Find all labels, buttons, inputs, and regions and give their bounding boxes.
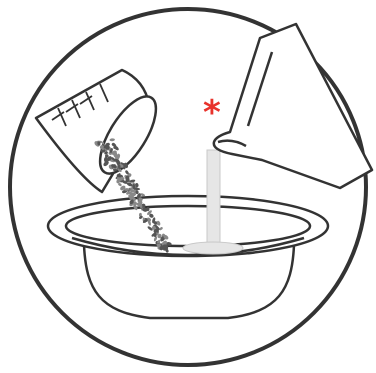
marker-asterisk: * — [203, 96, 221, 130]
